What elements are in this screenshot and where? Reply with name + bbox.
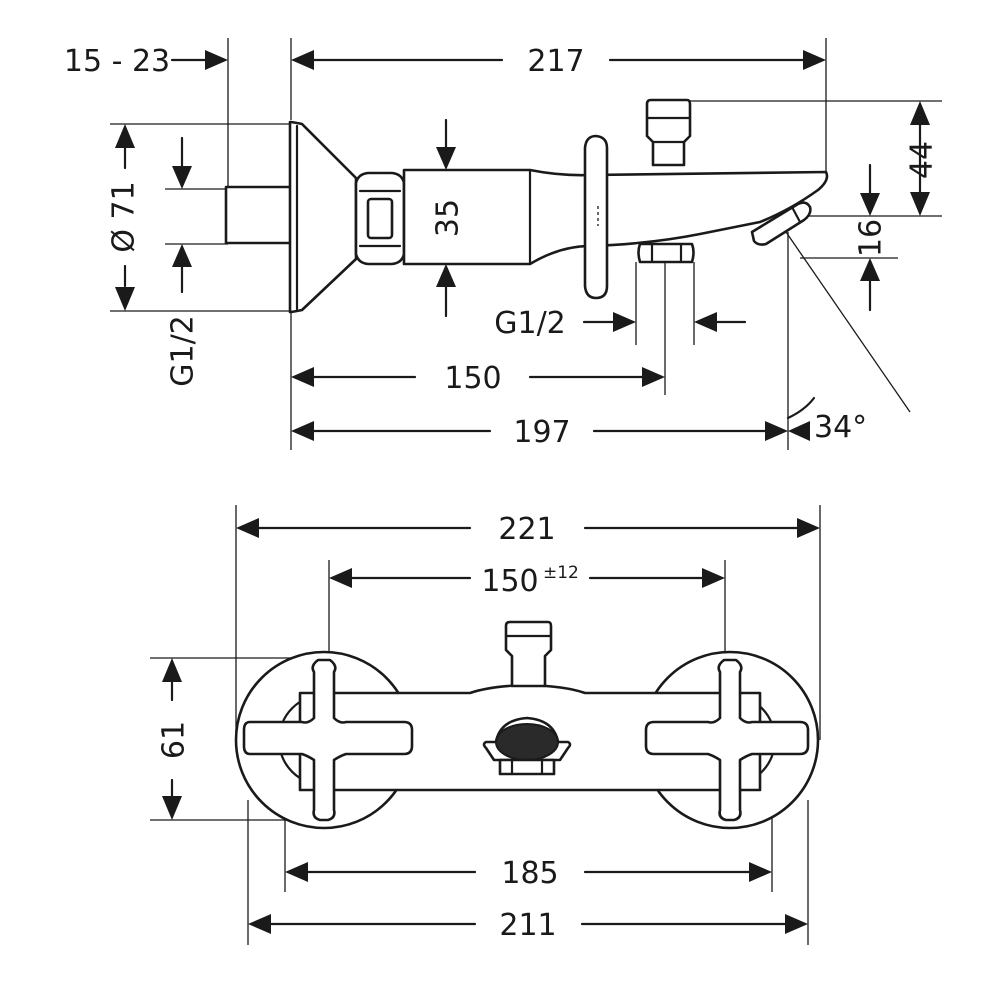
side-handle (583, 134, 609, 300)
outlet-nut (637, 242, 695, 264)
dim-front-height: 61 (157, 721, 192, 759)
diverter-knob (645, 98, 692, 167)
side-view: 15 - 23 217 Ø 71 G1/2 35 44 16 G1/2 150 … (64, 38, 942, 450)
dim-flange-span: 211 (499, 908, 556, 943)
dim-handle-span: 185 (501, 856, 558, 891)
dim-front-center-distance: 150 (481, 564, 538, 599)
front-view: 221 150 ±12 61 185 211 (150, 505, 821, 945)
front-dimension-lines (162, 518, 820, 934)
dim-total-length: 217 (527, 44, 584, 79)
wall-flange (288, 120, 358, 314)
dim-body-height: 35 (431, 199, 466, 237)
spout-outlet (495, 723, 559, 761)
inlet-stub (224, 185, 296, 245)
mixer-body (402, 168, 829, 266)
dim-projection: 197 (513, 415, 570, 450)
dim-wall-distance: 15 - 23 (64, 44, 170, 79)
dim-flange-diameter: Ø 71 (107, 181, 142, 252)
dim-overall-width: 221 (498, 512, 555, 547)
dim-spout-height: 16 (854, 219, 889, 257)
dim-inlet-thread: G1/2 (166, 315, 201, 387)
dim-outlet-thread: G1/2 (494, 306, 566, 341)
front-diverter (504, 620, 553, 688)
front-mixer-body (234, 620, 820, 830)
side-dimension-labels: 15 - 23 217 Ø 71 G1/2 35 44 16 G1/2 150 … (64, 44, 940, 450)
dim-center-distance: 150 (444, 361, 501, 396)
dim-center-tolerance: ±12 (543, 563, 579, 583)
front-dimension-labels: 221 150 ±12 61 185 211 (157, 512, 579, 943)
side-mixer-body (224, 98, 829, 314)
side-dimension-lines (115, 50, 930, 441)
dim-spout-angle: 34° (814, 410, 867, 445)
dim-diverter-height: 44 (905, 141, 940, 179)
left-cross-handle (242, 658, 414, 822)
right-cross-handle (644, 658, 810, 822)
